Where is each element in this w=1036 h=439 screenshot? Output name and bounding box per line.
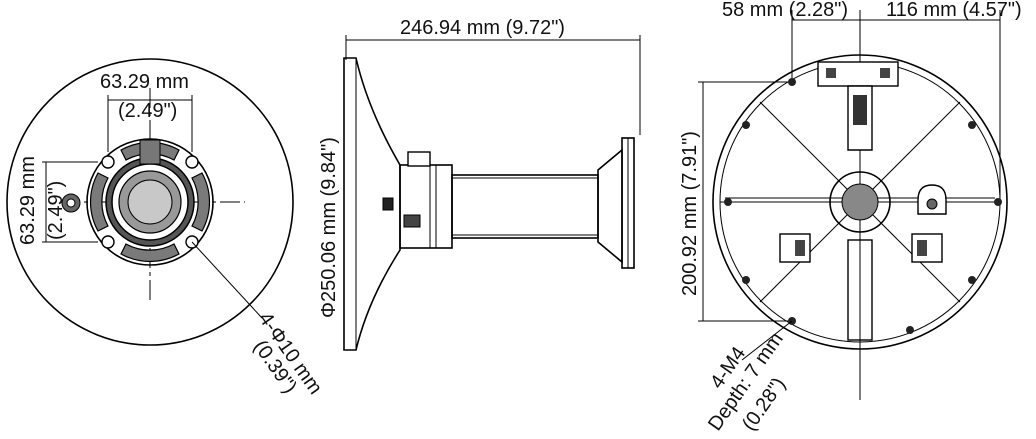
front-width-in: (2.49") [118,100,177,122]
mount-hole [185,155,199,169]
rear-offset-right: 116 mm (4.57") [886,0,1022,21]
side-view: 246.94 mm (9.72") Φ250.06 mm (9.84") [318,17,641,351]
front-view: 63.29 mm (2.49") 63.29 mm (2.49") 4-Φ10 … [6,58,326,399]
front-base-plate [6,58,294,346]
rear-view: 58 mm (2.28") 116 mm (4.57") 200.92 mm (… [679,0,1022,435]
side-diameter: Φ250.06 mm (9.84") [318,137,340,318]
front-height-in: (2.49") [45,181,67,240]
front-width-mm: 63.29 mm [100,71,189,93]
rear-offset-left: 58 mm (2.28") [722,0,848,21]
rear-height: 200.92 mm (7.91") [679,131,701,296]
mount-hole [101,235,115,249]
rear-base-plate [712,54,1008,350]
front-flange [86,138,214,266]
mount-hole [101,155,115,169]
side-length: 246.94 mm (9.72") [400,17,565,39]
front-height-mm: 63.29 mm [17,156,39,245]
